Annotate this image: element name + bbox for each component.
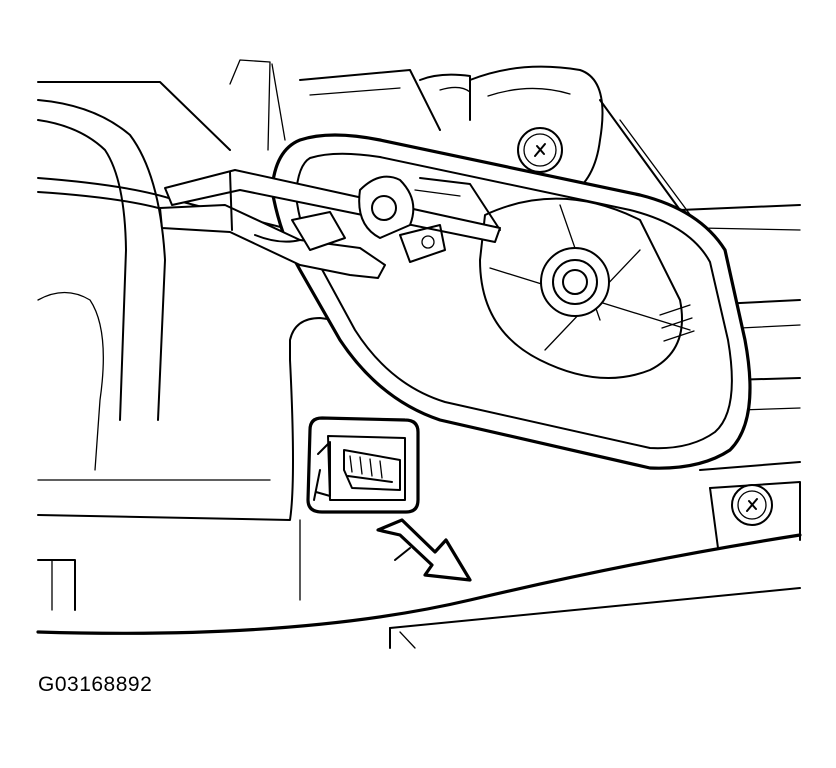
door-inner-structure <box>36 59 802 649</box>
cable-clip-linkage <box>159 169 501 279</box>
figure-code: G03168892 <box>38 673 153 696</box>
screw-bottom-right <box>731 484 773 526</box>
switch-bezel <box>306 416 420 514</box>
door-panel-illustration <box>36 59 802 649</box>
screw-top-right <box>517 127 563 173</box>
removal-arrow <box>376 518 472 582</box>
